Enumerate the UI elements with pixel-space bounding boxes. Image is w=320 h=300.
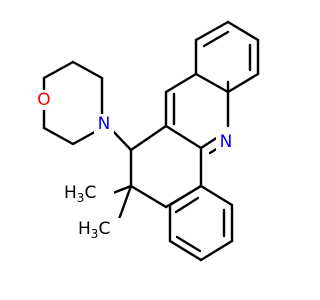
ring-nitrogen-atom: N [216,132,236,152]
bond [71,60,104,80]
bond [168,239,203,262]
oxygen-atom: O [34,90,54,110]
bond [129,184,168,209]
bond [164,124,203,150]
oxygen-label: O [37,90,50,110]
lower-benzo-ring [168,184,234,262]
bond [226,72,260,94]
central-ring [129,124,203,209]
methyl-label: H3C [78,219,110,241]
methyl-group-2: H3C [76,218,128,241]
morpholine-nitrogen-atom: N [94,114,114,134]
bond [168,184,203,207]
bond [226,20,260,42]
bond [129,124,168,152]
bond [42,126,75,146]
molecule-diagram: O N N H3C H3C [34,20,260,262]
bond [116,184,133,224]
upper-benzo-ring [194,20,260,94]
bond [164,72,198,94]
bond [199,184,234,207]
nitrogen-label: N [98,114,111,134]
nitrogen-label: N [220,132,233,152]
bond [42,60,75,80]
bond [111,184,133,195]
bond [202,30,230,48]
bond [175,235,202,253]
pyridine-ring [164,72,230,155]
bond [199,135,220,150]
bond [174,196,200,214]
bond [194,72,230,94]
methyl-label: H3C [64,183,96,205]
methyl-group-1: H3C [62,182,114,205]
structure-canvas: O N N H3C H3C [34,20,260,262]
bond [194,20,230,42]
bond [199,239,234,262]
